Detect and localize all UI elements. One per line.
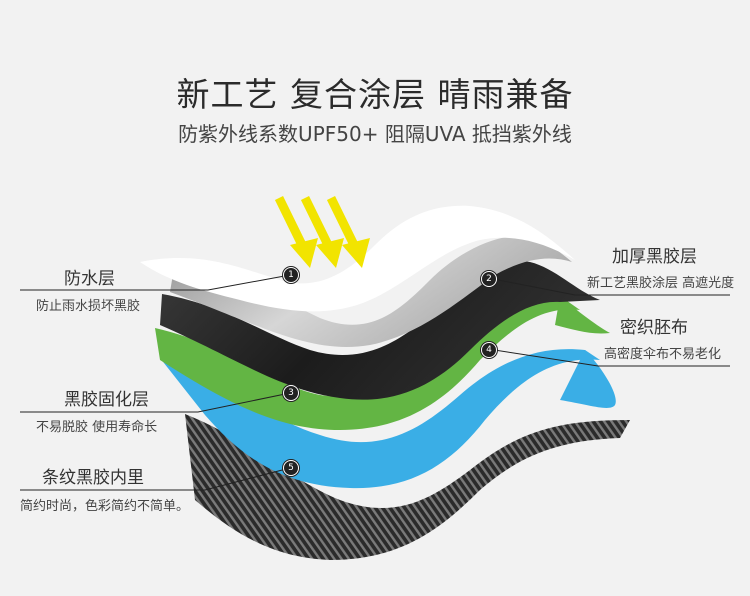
layer-3-desc: 不易脱胶 使用寿命长 [36,420,158,435]
layer-2-name: 加厚黑胶层 [612,247,697,267]
layer-5-desc: 简约时尚，色彩简约不简单。 [20,499,190,514]
layer-blue-tail [560,350,616,408]
layer-5-name: 条纹黑胶内里 [42,468,144,488]
layer-3-name: 黑胶固化层 [64,390,149,410]
page-subtitle: 防紫外线系数UPF50+ 阻隔UVA 抵挡紫外线 [178,122,572,146]
marker-5-icon: 5 [283,460,299,476]
layer-1-desc: 防止雨水损坏黑胶 [36,299,141,314]
leader-line-5 [20,467,291,491]
marker-2-icon: 2 [481,271,497,287]
marker-4-icon: 4 [481,342,497,358]
page-title: 新工艺 复合涂层 晴雨兼备 [176,75,574,114]
layer-4-name: 密织胚布 [620,318,688,338]
uv-arrow-1-icon [274,196,318,268]
marker-1-icon: 1 [283,267,299,283]
layer-green-tail [555,296,610,334]
uv-arrows [274,196,370,268]
leader-line-2 [487,277,730,296]
uv-arrow-3-icon [326,196,370,268]
marker-3-icon: 3 [283,385,299,401]
layer-1-name: 防水层 [64,269,115,289]
layer-2-desc: 新工艺黑胶涂层 高遮光度 [587,276,735,291]
layer-striped-lining [185,414,630,560]
layer-blue-fabric [160,349,600,489]
layer-gray-coating [170,235,572,347]
layer-white-waterproof [140,205,575,312]
leader-line-3 [20,392,291,413]
leader-line-4 [487,348,730,367]
leader-line-1 [20,274,291,291]
layer-black-coating [160,261,600,400]
uv-arrow-2-icon [300,196,344,268]
leader-lines [20,274,730,491]
layer-4-desc: 高密度伞布不易老化 [604,347,722,362]
